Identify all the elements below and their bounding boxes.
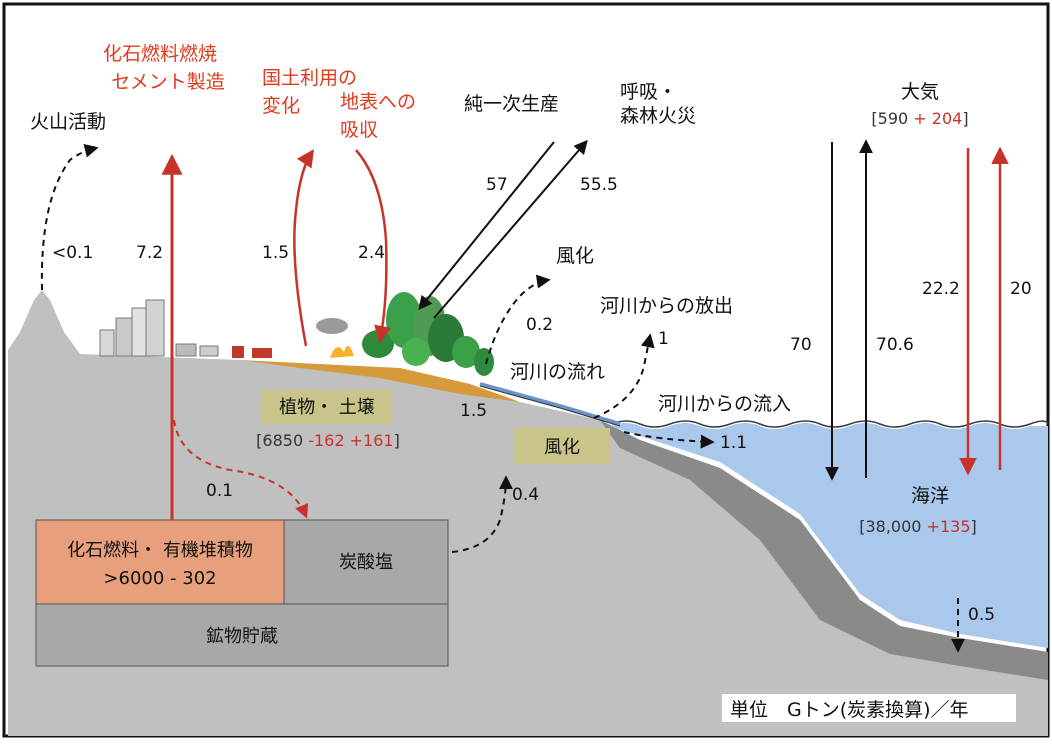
fossil-box-label-1: 化石燃料・ 有機堆積物 (67, 540, 253, 561)
weathering-bottom-arrow (451, 475, 513, 553)
city-buildings (99, 299, 272, 358)
ocean-water (610, 423, 1048, 648)
river-inflow-label: 河川からの流入 (658, 393, 791, 415)
flow-weathering-top: 0.2 (526, 315, 553, 335)
river-discharge-label: 河川からの放出 (600, 295, 733, 317)
flow-ocean-down: 70 (790, 335, 812, 355)
npp-arrow (418, 141, 555, 311)
flow-sediment: 0.5 (968, 605, 995, 625)
flow-anthro-down: 22.2 (922, 279, 960, 299)
flow-river-discharge: 1 (658, 329, 669, 349)
river-flow-label: 河川の流れ (510, 361, 605, 383)
flow-ocean-up: 70.6 (876, 335, 914, 355)
vegetation-soil-box (262, 390, 392, 424)
river-inflow-arrow (623, 431, 715, 449)
flow-respiration: 55.5 (580, 175, 618, 195)
surface-arrow (355, 149, 392, 344)
fossil-sediment-arrow (173, 419, 309, 519)
atmosphere-label: 大気 (901, 81, 939, 103)
mineral-box (35, 603, 449, 667)
seabed (600, 420, 1048, 680)
flow-river-inflow: 1.1 (720, 433, 747, 453)
fossil-fuel-box (35, 519, 285, 605)
flow-volcano: <0.1 (52, 243, 93, 263)
carbonate-label: 炭酸塩 (339, 552, 393, 573)
river-discharge-arrow (593, 333, 655, 419)
surface-label-1: 地表への (340, 91, 416, 113)
atmosphere-stock: [590 + 204] (871, 109, 968, 128)
unit-box (722, 694, 1016, 722)
flow-weathering-bottom: 0.4 (512, 485, 539, 505)
weathering-box (514, 428, 610, 464)
ocean-surface (611, 420, 1049, 428)
respiration-label-2: 森林火災 (620, 105, 696, 127)
respiration-arrow (433, 139, 588, 319)
carbonate-box (283, 519, 449, 605)
landuse-label-2: 変化 (262, 95, 300, 117)
flow-fossil: 7.2 (136, 243, 163, 263)
weathering-top-arrow (485, 274, 551, 365)
surface-label-2: 吸収 (340, 119, 378, 141)
volcano-label: 火山活動 (30, 111, 106, 133)
landuse-arrow (293, 149, 314, 347)
fossil-box-label-2: >6000 - 302 (103, 568, 216, 589)
river (479, 382, 621, 426)
weathering-top-label: 風化 (556, 245, 594, 267)
weathering-box-label: 風化 (544, 437, 580, 458)
flow-npp: 57 (486, 175, 508, 195)
flow-river: 1.5 (460, 401, 487, 421)
soil-layer (240, 360, 520, 402)
ocean-stock: [38,000 +135] (859, 517, 977, 536)
npp-label: 純一次生産 (464, 93, 559, 115)
volcano-arrow (40, 143, 99, 291)
vegetation-soil-label: 植物・ 土壌 (279, 397, 375, 418)
flow-landuse: 1.5 (262, 243, 289, 263)
flow-anthro-up: 20 (1010, 279, 1032, 299)
vegetation-stock: [6850 -162 +161] (256, 431, 400, 450)
forest-fire (316, 318, 354, 358)
forest (362, 292, 494, 376)
fossil-label-1: 化石燃料燃焼 (103, 43, 217, 65)
flow-fossil-sediment: 0.1 (206, 481, 233, 501)
flow-surface: 2.4 (358, 243, 385, 263)
unit-label: 単位 Gトン(炭素換算)／年 (730, 699, 969, 721)
landuse-label-1: 国土利用の (262, 67, 357, 89)
fossil-label-2: セメント製造 (111, 71, 225, 93)
ocean-label: 海洋 (911, 485, 949, 507)
mineral-label: 鉱物貯蔵 (206, 626, 278, 647)
respiration-label-1: 呼吸・ (620, 81, 677, 103)
